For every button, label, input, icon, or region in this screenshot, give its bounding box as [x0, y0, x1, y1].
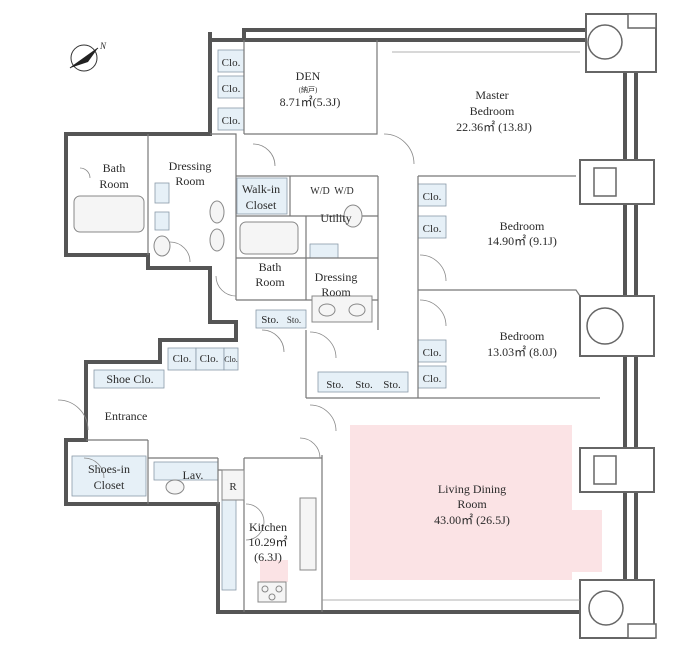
closet-blocks: [71, 49, 447, 591]
bedroom2-label: Bedroom: [500, 329, 545, 343]
storage-3: Sto.: [326, 379, 344, 391]
bath1-line1: Bath: [103, 161, 126, 175]
walkin-line1: Walk-in: [242, 182, 280, 196]
compass-icon: N: [69, 41, 107, 72]
den-subtitle: (納戸): [299, 85, 318, 94]
bathtub-1-icon: [73, 195, 145, 233]
sink-icon-2: [209, 228, 225, 252]
compass-north-label: N: [99, 41, 107, 51]
bed2-closet-1: Clo.: [423, 347, 442, 359]
sink-icon: [209, 200, 225, 224]
storage-1: Sto.: [261, 314, 279, 326]
door-swings: [57, 133, 447, 541]
shoes-in-closet-line2: Closet: [94, 478, 125, 492]
closet-labels: Clo. Clo. Clo. Clo. Clo. Clo. Clo. Clo. …: [173, 57, 442, 391]
hall-closet-1: Clo.: [173, 353, 192, 365]
master-bedroom-line2: Bedroom: [470, 104, 515, 118]
fixtures: [73, 195, 373, 603]
structural-columns: [579, 13, 657, 639]
den-closet-2: Clo.: [222, 83, 241, 95]
bedroom1-label: Bedroom: [500, 219, 545, 233]
master-bedroom-area: 22.36㎡ (13.8J): [456, 120, 532, 134]
bedroom1-area: 14.90㎡ (9.1J): [487, 234, 557, 248]
interior-walls: [86, 40, 600, 612]
dressing2-line2: Room: [321, 285, 351, 299]
bath2-line1: Bath: [259, 260, 282, 274]
den-area: 8.71㎡(5.3J): [280, 95, 341, 109]
living-line1: Living Dining: [438, 482, 506, 496]
living-rug-extension: [572, 510, 602, 572]
refrigerator-icon: [221, 469, 245, 501]
kitchen-counter-icon: [299, 497, 317, 571]
bath2-line2: Room: [255, 275, 285, 289]
wd1-label: W/D: [310, 186, 329, 197]
utility-label: Utility: [320, 211, 351, 225]
hall-closet-2: Clo.: [200, 353, 219, 365]
storage-4: Sto.: [355, 379, 373, 391]
bath1-line2: Room: [99, 177, 129, 191]
living-area: 43.00㎡ (26.5J): [434, 513, 510, 527]
shoes-in-closet-line1: Shoes-in: [88, 462, 130, 476]
den-closet-1: Clo.: [222, 57, 241, 69]
walkin-line2: Closet: [246, 198, 277, 212]
bed1-closet-2: Clo.: [423, 223, 442, 235]
den-closet-3: Clo.: [222, 115, 241, 127]
lav-sink-icon: [165, 479, 185, 495]
toilet-2-icon: [343, 204, 363, 228]
lav-label: Lav.: [183, 468, 204, 482]
bedroom2-area: 13.03㎡ (8.0J): [487, 345, 557, 359]
kitchen-mat: [260, 560, 288, 582]
wd2-label: W/D: [334, 186, 353, 197]
dressing2-line1: Dressing: [315, 270, 358, 284]
kitchen-line2: 10.29㎡: [248, 535, 287, 549]
toilet-1-icon: [153, 235, 171, 257]
den-title: DEN: [296, 69, 321, 83]
kitchen-line1: Kitchen: [249, 520, 287, 534]
room-labels: DEN (納戸) 8.71㎡(5.3J) Master Bedroom 22.3…: [88, 69, 557, 564]
bed2-closet-2: Clo.: [423, 373, 442, 385]
dressing1-line2: Room: [175, 174, 205, 188]
refrigerator-label: R: [229, 481, 237, 493]
shoe-closet-label: Shoe Clo.: [106, 372, 153, 386]
kitchen-line3: (6.3J): [254, 550, 282, 564]
entrance-label: Entrance: [105, 409, 148, 423]
bed1-closet-1: Clo.: [423, 191, 442, 203]
storage-5: Sto.: [383, 379, 401, 391]
storage-2: Sto.: [287, 315, 301, 325]
living-line2: Room: [457, 497, 487, 511]
hall-closet-3: Clo.: [224, 355, 238, 364]
master-bedroom-line1: Master: [475, 88, 508, 102]
dressing1-line1: Dressing: [169, 159, 212, 173]
bathtub-2-icon: [239, 221, 299, 255]
living-rug: [350, 425, 572, 580]
cooktop-icon: [257, 581, 287, 603]
